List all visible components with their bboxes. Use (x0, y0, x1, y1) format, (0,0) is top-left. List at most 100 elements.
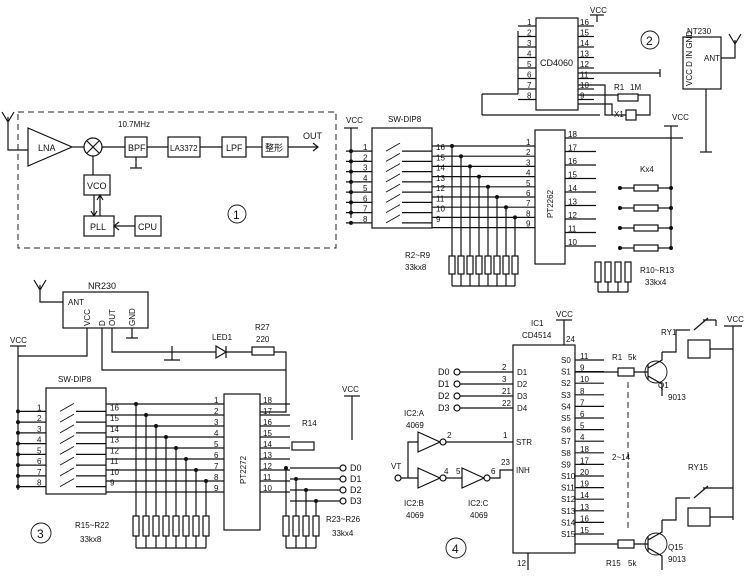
junction-dot (459, 154, 463, 159)
r15r22-resistor (202, 515, 210, 537)
junction-dot (468, 164, 472, 169)
output-terminal[interactable] (339, 464, 347, 472)
decoder-input-name: D4 (517, 404, 528, 413)
r15r22-resistor (132, 515, 140, 537)
block3-number: 3 (37, 527, 44, 541)
str-label: STR (516, 438, 532, 447)
decoder-output-name: S5 (561, 414, 571, 423)
sw3-switch-blade (59, 445, 75, 455)
decoder-input-terminal[interactable] (453, 380, 461, 388)
junction-dot (164, 435, 168, 439)
out-label: OUT (303, 131, 323, 141)
r14-resistor (291, 441, 315, 451)
sw3-pin-number: 14 (110, 425, 119, 434)
block2-number: 2 (646, 34, 653, 48)
sw3-switch-blade (59, 424, 75, 434)
cd4060-pin-number: 5 (527, 60, 532, 69)
decoder-input-terminal[interactable] (453, 392, 461, 400)
junction-dot (504, 205, 508, 210)
decoder-output-name: S0 (561, 356, 571, 365)
decoder-output-name: S4 (561, 402, 571, 411)
cpu-box (134, 215, 162, 237)
ic2c-label: IC2:C (468, 499, 489, 508)
junction-dot (16, 430, 20, 435)
kx-pushbutton[interactable] (633, 244, 659, 252)
pt2272-pin-number: 8 (214, 473, 219, 482)
block2-swdip-label: SW-DIP8 (388, 115, 422, 124)
junction-dot (184, 457, 188, 461)
q1-transistor (644, 360, 668, 384)
output-terminal[interactable] (339, 475, 347, 483)
sw2-pin-number: 7 (363, 205, 368, 214)
lpf-label: LPF (226, 143, 243, 153)
r15r22-resistor (162, 515, 170, 537)
block1-frame (17, 111, 337, 249)
r1-4-label: R1 (612, 353, 623, 362)
decoder-input-label: D1 (438, 379, 450, 389)
decoder-input-terminal[interactable] (453, 404, 461, 412)
decoder-output-pin-number: 6 (580, 410, 585, 419)
junction-dot (349, 200, 353, 205)
ry1-contact (662, 317, 716, 353)
led1-label: LED1 (212, 333, 233, 342)
output-terminal-label: D1 (350, 474, 362, 484)
r1-resistor (617, 93, 639, 102)
pt2272-pin-number: 18 (263, 396, 272, 405)
sw2-switch-blade (385, 204, 401, 214)
cd4060-pin-number: 14 (580, 39, 589, 48)
decoder-input-name: D3 (517, 392, 528, 401)
kx-pushbutton[interactable] (633, 204, 659, 212)
sw2-pin-number: 11 (436, 194, 445, 203)
decoder-input-terminal[interactable] (453, 368, 461, 376)
sw2-switch-blade (385, 142, 401, 152)
output-terminal[interactable] (339, 486, 347, 494)
r15r22-resistor (152, 515, 160, 537)
str-pin: 1 (503, 431, 508, 440)
nr230-pin-label: GND (128, 308, 137, 326)
junction-dot (349, 159, 353, 164)
block3-dip-switch (45, 387, 107, 495)
decoder-output-name: S8 (561, 449, 571, 458)
output-terminal[interactable] (339, 497, 347, 505)
block2-vcc-right: VCC (672, 113, 689, 122)
pt2262-pin-number: 16 (568, 157, 577, 166)
decoder-output-pin-number: 16 (580, 514, 589, 523)
decoder-input-pin: 3 (502, 375, 507, 384)
pt2262-pin-number: 6 (526, 189, 531, 198)
pt2272-pin-number: 6 (214, 451, 219, 460)
output-terminal-label: D2 (350, 485, 362, 495)
junction-dot (477, 174, 481, 179)
kx-pushbutton[interactable] (633, 224, 659, 232)
junction-dot (349, 190, 353, 195)
vt-terminal[interactable] (394, 474, 402, 482)
r23r26-label: R23~R26 (326, 515, 361, 524)
sw2-switch-blade (385, 152, 401, 162)
junction-dot (349, 210, 353, 215)
pt2272-pin-number: 17 (263, 407, 272, 416)
block1-number-circle (227, 204, 247, 224)
pt2272-pin-number: 7 (214, 462, 219, 471)
decoder-output-pin-number: 5 (580, 422, 585, 431)
ic2b-pin-out: 4 (444, 467, 449, 476)
junction-dot (134, 402, 138, 406)
sw3-pin-number: 16 (110, 403, 119, 412)
lna-label: LNA (38, 143, 56, 153)
decoder-input-label: D3 (438, 403, 450, 413)
pt2262-pin-number: 7 (526, 199, 531, 208)
cpu-label: CPU (138, 222, 157, 232)
decoder-input-name: D2 (517, 380, 528, 389)
junction-dot (16, 473, 20, 478)
sw3-pin-number: 4 (37, 436, 42, 445)
kx-pushbutton[interactable] (633, 184, 659, 192)
decoder-output-name: S15 (561, 530, 576, 539)
sw3-switch-blade (59, 413, 75, 423)
r1-4-value: 5k (628, 353, 637, 362)
decoder-output-name: S14 (561, 518, 576, 527)
decoder-output-pin-number: 20 (580, 468, 589, 477)
decoder-output-name: S2 (561, 379, 571, 388)
sw2-pin-number: 16 (436, 143, 445, 152)
cd4060-ic (535, 17, 579, 111)
cd4060-pin-number: 3 (527, 39, 532, 48)
r2r9-resistor (511, 255, 519, 275)
cd4060-pin-number: 8 (527, 92, 532, 101)
